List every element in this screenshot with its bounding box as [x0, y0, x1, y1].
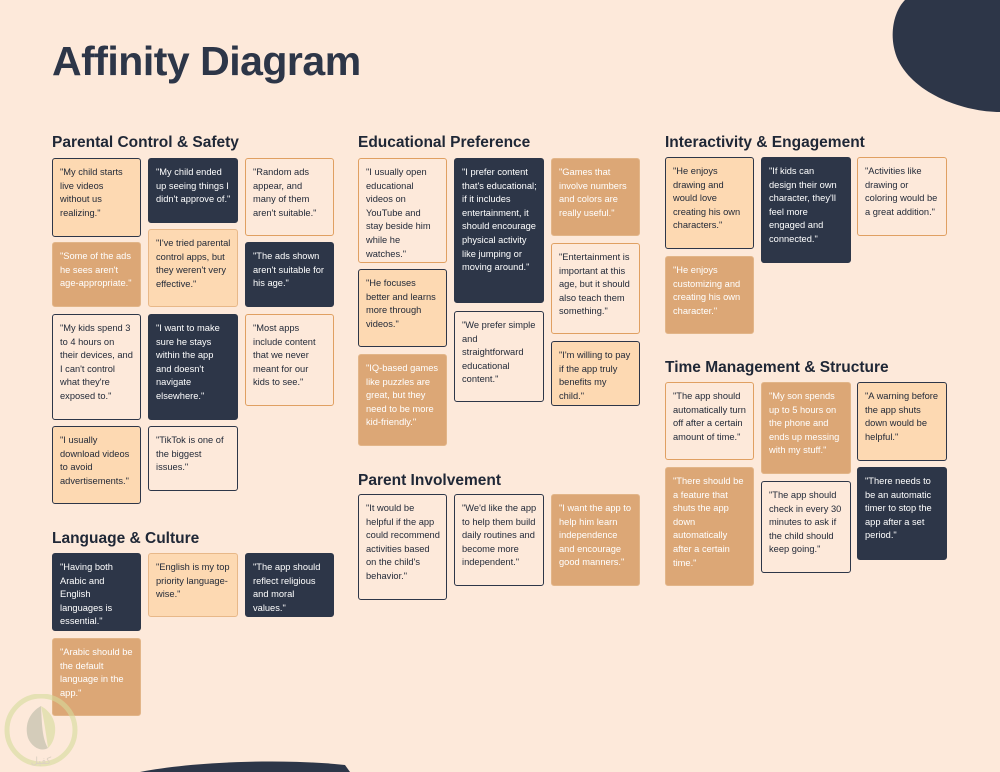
sticky-note[interactable]: "I've tried parental control apps, but t… — [148, 229, 238, 307]
svg-text:كفيل: كفيل — [31, 756, 52, 767]
sticky-note[interactable]: "He enjoys drawing and would love creati… — [665, 157, 754, 249]
sticky-note[interactable]: "Games that involve numbers and colors a… — [551, 158, 640, 236]
sticky-note[interactable]: "We prefer simple and straightforward ed… — [454, 311, 544, 402]
section-title-parental-control-safety: Parental Control & Safety — [52, 134, 239, 151]
sticky-note[interactable]: "I usually open educational videos on Yo… — [358, 158, 447, 263]
sticky-note[interactable]: "He enjoys customizing and creating his … — [665, 256, 754, 334]
sticky-note[interactable]: "IQ-based games like puzzles are great, … — [358, 354, 447, 446]
sticky-note[interactable]: "My kids spend 3 to 4 hours on their dev… — [52, 314, 141, 420]
sticky-note[interactable]: "I usually download videos to avoid adve… — [52, 426, 141, 504]
sticky-note[interactable]: "There needs to be an automatic timer to… — [857, 467, 947, 560]
section-title-parent-involvement: Parent Involvement — [358, 472, 501, 489]
sticky-note[interactable]: "Arabic should be the default language i… — [52, 638, 141, 716]
sticky-note[interactable]: "English is my top priority language-wis… — [148, 553, 238, 617]
sticky-note[interactable]: "Entertainment is important at this age,… — [551, 243, 640, 334]
section-title-interactivity-engagement: Interactivity & Engagement — [665, 134, 865, 151]
sticky-note[interactable]: "TikTok is one of the biggest issues." — [148, 426, 238, 491]
sticky-note[interactable]: "A warning before the app shuts down wou… — [857, 382, 947, 461]
sticky-note[interactable]: "It would be helpful if the app could re… — [358, 494, 447, 600]
section-title-language-culture: Language & Culture — [52, 530, 200, 547]
sticky-note[interactable]: "Random ads appear, and many of them are… — [245, 158, 334, 236]
sticky-note[interactable]: "My son spends up to 5 hours on the phon… — [761, 382, 851, 474]
sticky-note[interactable]: "He focuses better and learns more throu… — [358, 269, 447, 347]
sticky-note[interactable]: "I want the app to help him learn indepe… — [551, 494, 640, 586]
sticky-note[interactable]: "I prefer content that's educational; if… — [454, 158, 544, 303]
sticky-note[interactable]: "If kids can design their own character,… — [761, 157, 851, 263]
sticky-note[interactable]: "My child starts live videos without us … — [52, 158, 141, 237]
section-title-educational-preference: Educational Preference — [358, 134, 531, 151]
watermark-logo: كفيل — [4, 694, 78, 767]
sticky-note[interactable]: "I want to make sure he stays within the… — [148, 314, 238, 420]
sticky-note[interactable]: "The app should automatically turn off a… — [665, 382, 754, 460]
section-title-time-management-structure: Time Management & Structure — [665, 359, 889, 376]
bottom-arc — [140, 761, 350, 772]
sticky-note[interactable]: "The ads shown aren't suitable for his a… — [245, 242, 334, 307]
sticky-note[interactable]: "There should be a feature that shuts th… — [665, 467, 754, 586]
sticky-note[interactable]: "My child ended up seeing things I didn'… — [148, 158, 238, 223]
sticky-note[interactable]: "The app should check in every 30 minute… — [761, 481, 851, 573]
sticky-note[interactable]: "Having both Arabic and English language… — [52, 553, 141, 631]
page-title: Affinity Diagram — [52, 38, 361, 84]
top-right-blob — [892, 0, 1000, 112]
sticky-note[interactable]: "Activities like drawing or coloring wou… — [857, 157, 947, 236]
sticky-note[interactable]: "I'm willing to pay if the app truly ben… — [551, 341, 640, 406]
sticky-note[interactable]: "Some of the ads he sees aren't age-appr… — [52, 242, 141, 307]
sticky-note[interactable]: "Most apps include content that we never… — [245, 314, 334, 406]
sticky-note[interactable]: "We'd like the app to help them build da… — [454, 494, 544, 586]
sticky-note[interactable]: "The app should reflect religious and mo… — [245, 553, 334, 617]
